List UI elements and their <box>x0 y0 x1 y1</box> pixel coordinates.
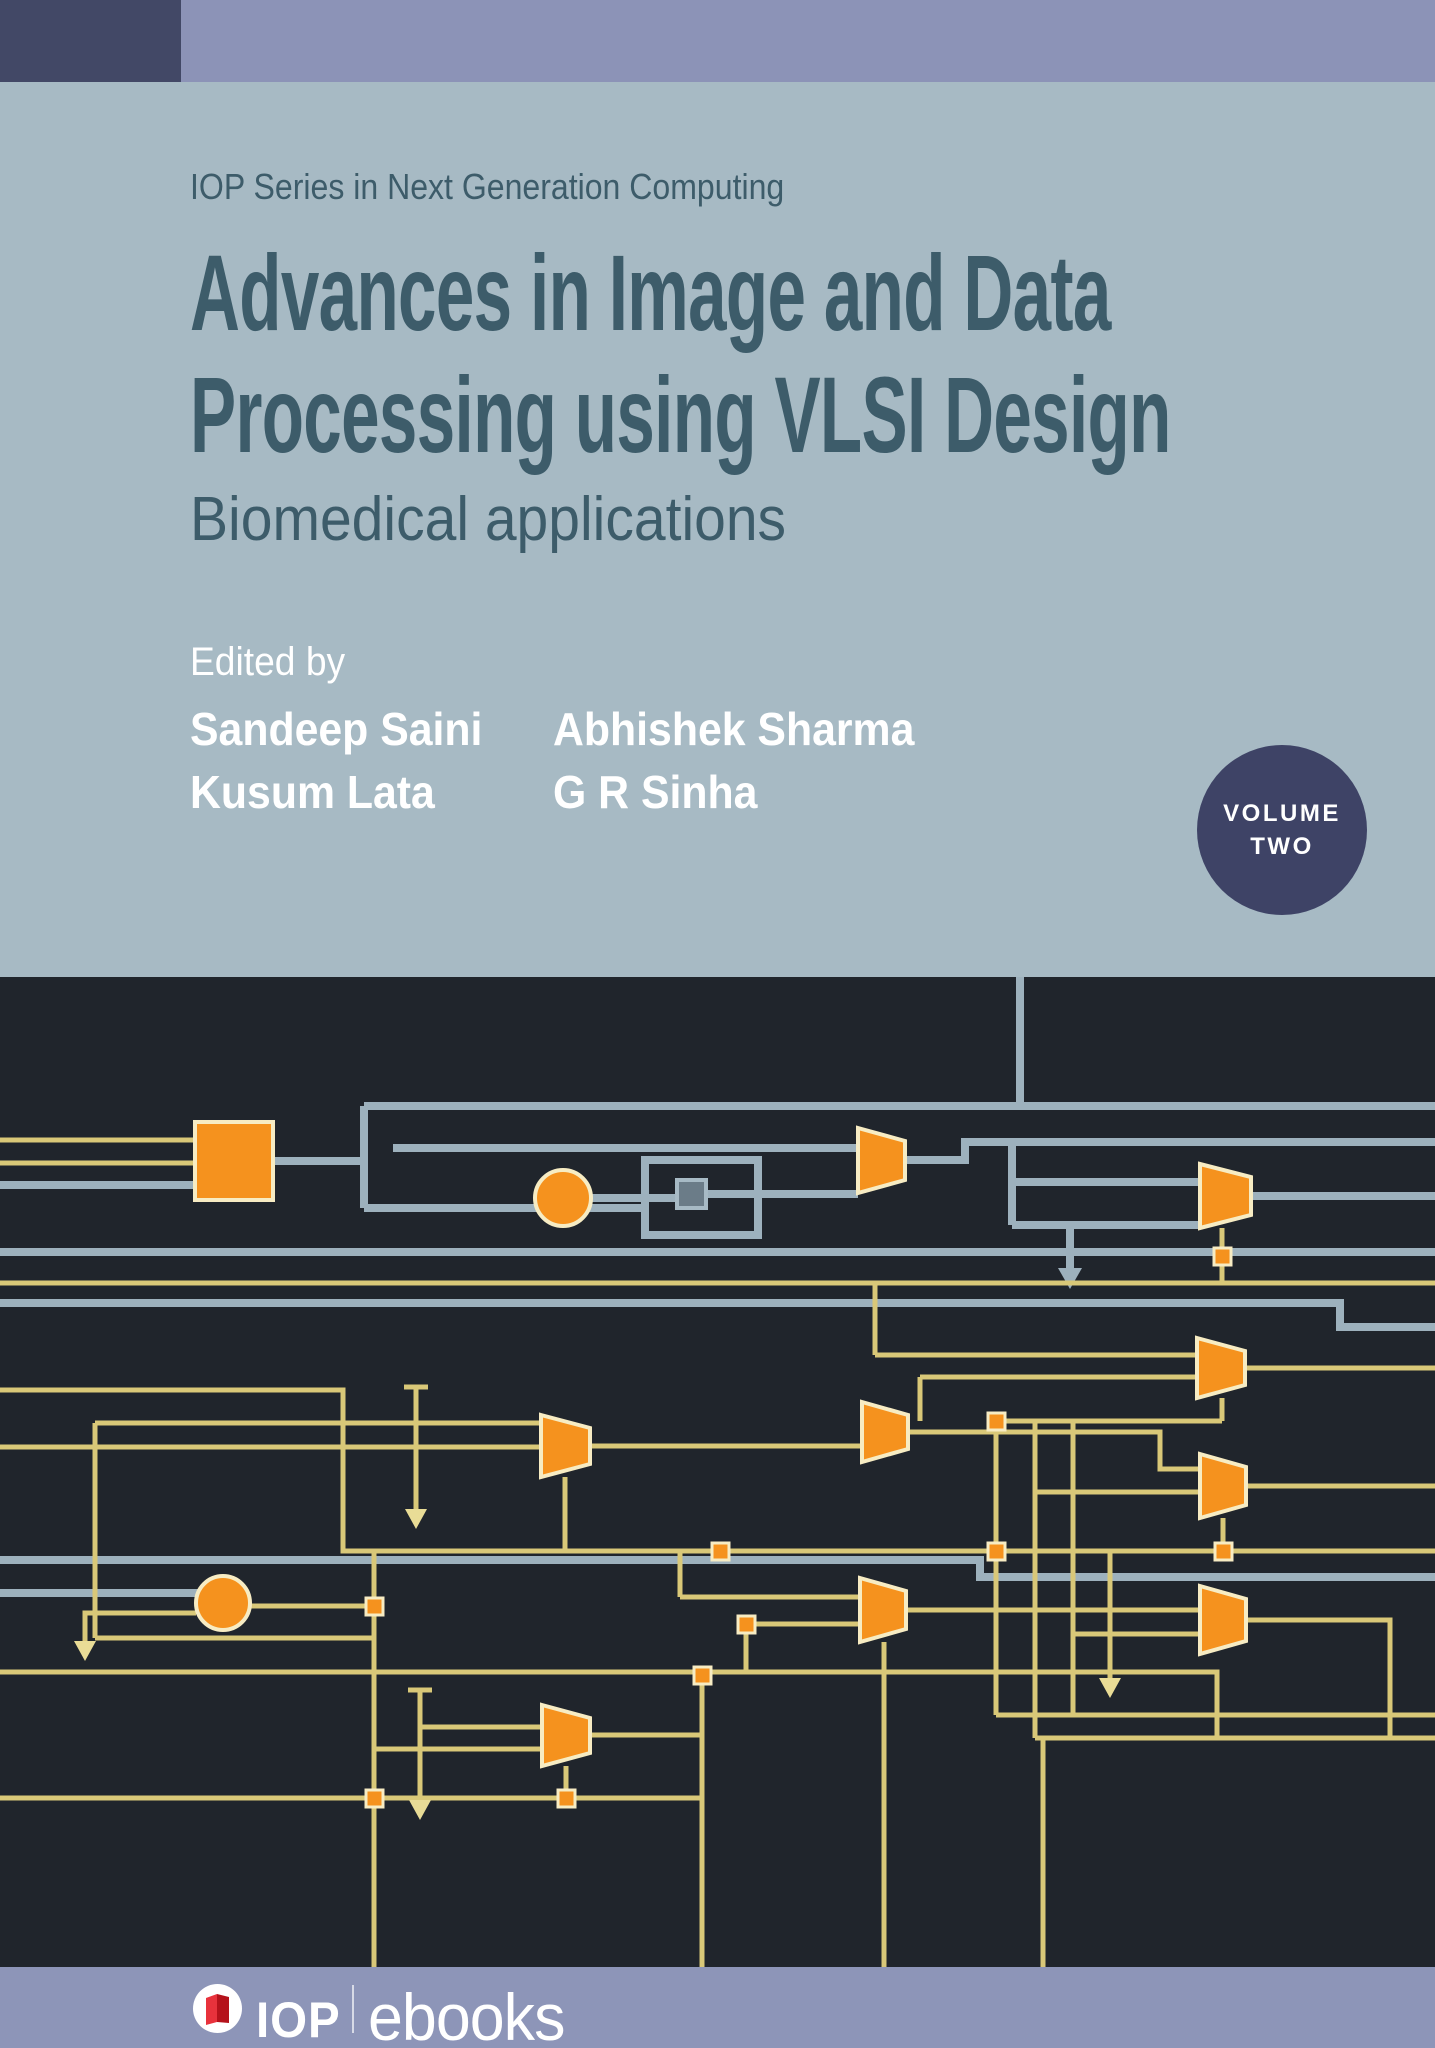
book-subtitle: Biomedical applications <box>190 485 787 554</box>
vlsi-schematic-icon <box>0 977 1435 1967</box>
buffer-gate-icon <box>1198 1451 1248 1521</box>
logo-divider <box>352 1985 354 2033</box>
publisher-name: IOP <box>256 1992 341 2048</box>
editor-column-2: Abhishek Sharma G R Sinha <box>553 698 914 824</box>
edited-by-label: Edited by <box>190 640 346 684</box>
editor-column-1: Sandeep Saini Kusum Lata <box>190 698 482 824</box>
product-name: ebooks <box>368 1980 565 2048</box>
book-title: Advances in Image and Data Processing us… <box>190 232 1171 476</box>
series-title: IOP Series in Next Generation Computing <box>190 166 785 207</box>
book-title-line2: Processing using VLSI Design <box>190 354 1171 475</box>
book-title-line1: Advances in Image and Data <box>190 232 1111 353</box>
buffer-gate-icon <box>1195 1335 1247 1401</box>
buffer-gate-icon <box>539 1412 592 1480</box>
volume-badge: VOLUME TWO <box>1197 745 1367 915</box>
top-navy-block <box>0 0 181 82</box>
block-square-icon <box>193 1120 275 1202</box>
top-purple-band <box>0 0 1435 82</box>
node-circle-icon <box>194 1574 252 1632</box>
iop-book-icon <box>205 1993 229 2025</box>
buffer-gate-icon <box>858 1575 908 1645</box>
editor-name: Sandeep Saini <box>190 703 483 755</box>
node-circle-icon <box>533 1168 593 1228</box>
register-square-icon <box>675 1178 708 1210</box>
circuit-artwork <box>0 977 1435 1967</box>
buffer-gate-icon <box>1198 1161 1253 1231</box>
buffer-gate-icon <box>856 1125 907 1196</box>
volume-badge-line2: TWO <box>1250 833 1314 860</box>
buffer-gate-icon <box>540 1702 592 1769</box>
volume-badge-line1: VOLUME <box>1223 800 1341 827</box>
editor-name: G R Sinha <box>553 766 758 818</box>
publisher-bar: IOP ebooks <box>0 1967 1435 2048</box>
buffer-gate-icon <box>1198 1583 1248 1657</box>
editor-name: Kusum Lata <box>190 766 435 818</box>
iop-logo-circle <box>193 1984 242 2033</box>
buffer-gate-icon <box>860 1399 910 1465</box>
editor-name: Abhishek Sharma <box>553 703 915 755</box>
